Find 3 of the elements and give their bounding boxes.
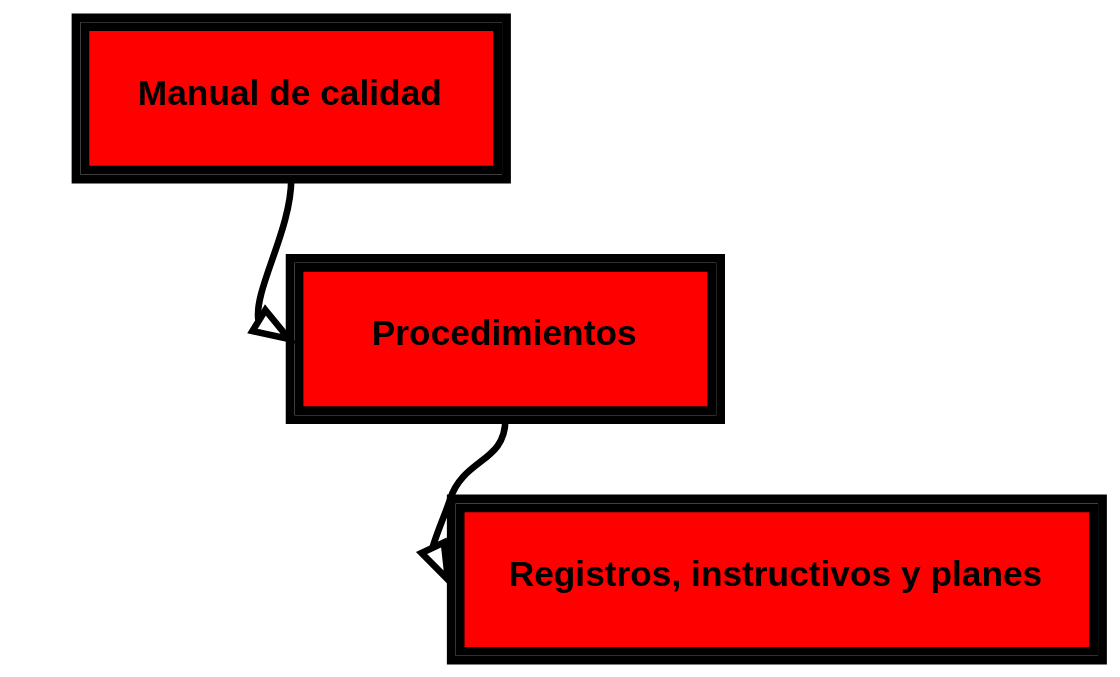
node-box: Manual de calidad — [71, 12, 511, 183]
node-box: Registros, instructivos y planes — [446, 494, 1107, 665]
node-box: Procedimientos — [285, 253, 725, 424]
